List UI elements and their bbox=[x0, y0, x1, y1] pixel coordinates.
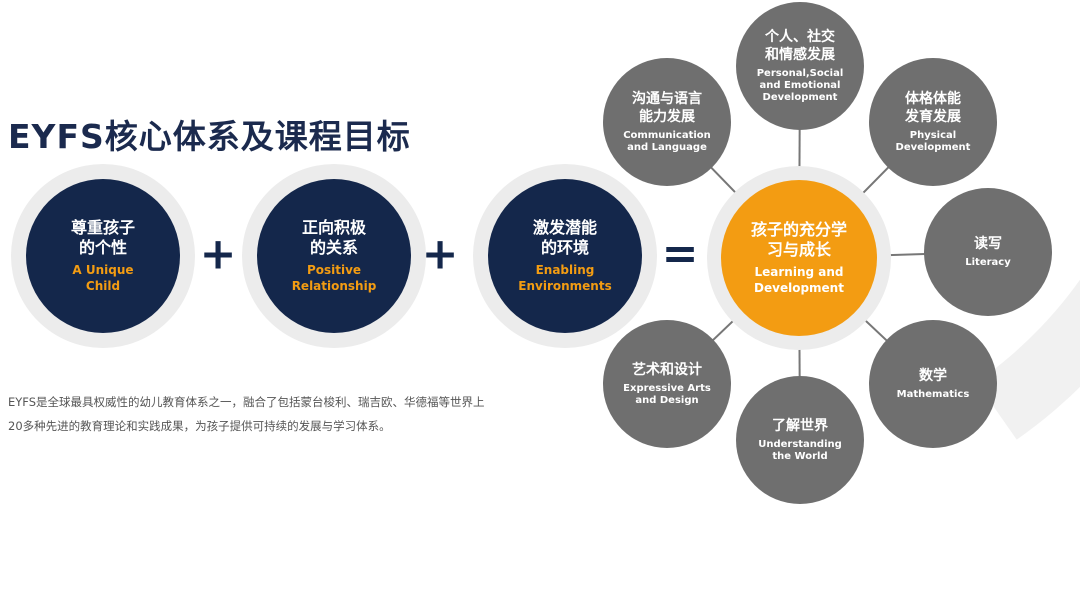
pillar-circle: 激发潜能的环境 Enabling Environments bbox=[488, 179, 642, 333]
area-zh: 沟通与语言能力发展 bbox=[632, 91, 702, 125]
area-en: Physical Development bbox=[895, 130, 971, 153]
center-zh: 孩子的充分学习与成长 bbox=[751, 220, 848, 259]
pillar-en: A Unique Child bbox=[72, 263, 134, 293]
area-zh: 数学 bbox=[919, 368, 947, 384]
pillar-zh: 正向积极的关系 bbox=[301, 218, 366, 257]
area-circle: 了解世界 Understanding the World bbox=[736, 376, 864, 504]
area-zh: 了解世界 bbox=[772, 418, 828, 434]
area-zh: 读写 bbox=[974, 236, 1002, 252]
pillar-zh: 尊重孩子的个性 bbox=[70, 218, 135, 257]
pillar-zh: 激发潜能的环境 bbox=[532, 218, 597, 257]
area-zh: 个人、社交和情感发展 bbox=[765, 29, 835, 63]
center-en: Learning and Development bbox=[754, 265, 844, 295]
area-circle: 体格体能发育发展 Physical Development bbox=[869, 58, 997, 186]
area-en: Personal,Social and Emotional Developmen… bbox=[756, 68, 844, 103]
plus-sign: + bbox=[199, 228, 237, 280]
equals-sign: = bbox=[661, 228, 699, 280]
area-circle: 艺术和设计 Expressive Arts and Design bbox=[603, 320, 731, 448]
pillar-circle: 正向积极的关系 Positive Relationship bbox=[257, 179, 411, 333]
center-circle: 孩子的充分学习与成长 Learning and Development bbox=[721, 180, 877, 336]
page-title: EYFS核心体系及课程目标 bbox=[8, 117, 411, 156]
area-en: Understanding the World bbox=[758, 439, 842, 462]
pillar-en: Positive Relationship bbox=[291, 263, 377, 293]
area-zh: 体格体能发育发展 bbox=[905, 91, 961, 125]
area-en: Mathematics bbox=[896, 389, 970, 400]
area-zh: 艺术和设计 bbox=[632, 362, 702, 378]
area-circle: 沟通与语言能力发展 Communication and Language bbox=[603, 58, 731, 186]
area-circle: 个人、社交和情感发展 Personal,Social and Emotional… bbox=[736, 2, 864, 130]
area-en: Literacy bbox=[965, 257, 1011, 268]
area-circle: 读写 Literacy bbox=[924, 188, 1052, 316]
area-en: Expressive Arts and Design bbox=[623, 383, 711, 406]
pillar-en: Enabling Environments bbox=[518, 263, 612, 293]
description: EYFS是全球最具权威性的幼儿教育体系之一，融合了包括蒙台梭利、瑞吉欧、华德福等… bbox=[8, 395, 485, 433]
area-en: Communication and Language bbox=[623, 130, 711, 153]
plus-sign: + bbox=[421, 228, 459, 280]
pillar-circle: 尊重孩子的个性 A Unique Child bbox=[26, 179, 180, 333]
area-circle: 数学 Mathematics bbox=[869, 320, 997, 448]
